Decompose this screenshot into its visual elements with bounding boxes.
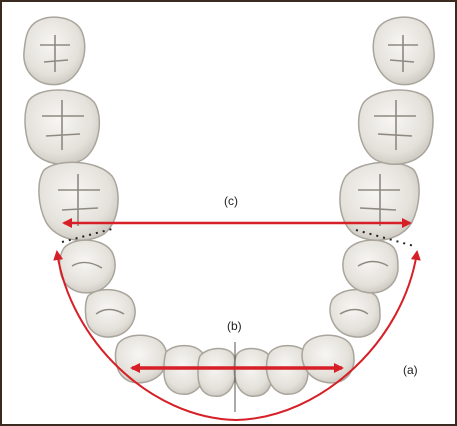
- label-b: (b): [227, 319, 242, 333]
- tooth-upper-right-molar-2: [359, 90, 433, 164]
- tooth-left-premolar-1: [85, 290, 135, 337]
- tooth-upper-left-molar-2: [25, 90, 99, 164]
- tooth-upper-left-molar-1: [39, 162, 118, 240]
- tooth-upper-left-molar-3: [24, 17, 85, 84]
- tooth-left-central-incisor: [198, 349, 236, 397]
- tooth-left-canine: [115, 335, 167, 383]
- tooth-right-premolar-2: [343, 240, 398, 293]
- tooth-upper-right-molar-3: [373, 17, 434, 84]
- tooth-upper-right-molar-1: [340, 162, 419, 240]
- tooth-left-premolar-2: [60, 240, 115, 293]
- label-c: (c): [224, 194, 238, 208]
- label-a: (a): [403, 363, 418, 377]
- tooth-right-premolar-1: [330, 290, 380, 337]
